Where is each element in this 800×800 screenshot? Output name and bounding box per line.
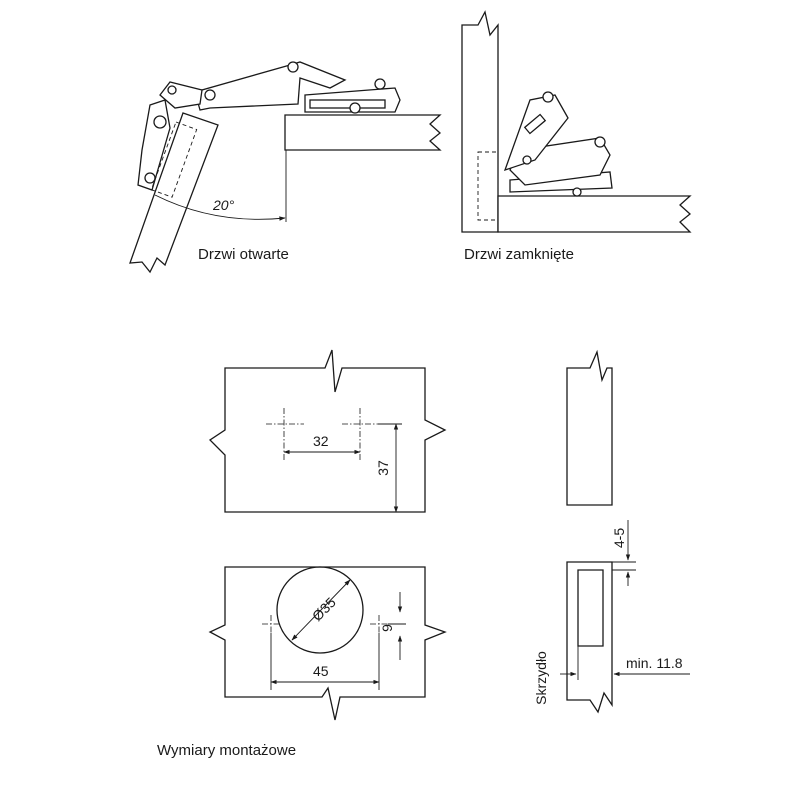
- gap-label: 4-5: [611, 528, 627, 548]
- panel-bottom-left: [208, 566, 447, 721]
- hole-spacing-label: 32: [313, 433, 329, 449]
- door-closed-caption: Drzwi zamknięte: [464, 246, 574, 263]
- door-open-view: 20° Drzwi otwarte: [129, 61, 442, 274]
- closed-door: [461, 10, 499, 233]
- door-panel-side: [566, 561, 613, 714]
- angle-label: 20°: [212, 197, 235, 213]
- plate-drilling-view: 32 37: [208, 349, 447, 513]
- cup-spacing-label: 45: [313, 663, 329, 679]
- mounting-caption: Wymiary montażowe: [157, 742, 296, 759]
- panel-top-left: [208, 349, 447, 513]
- hinge-arm: [194, 61, 347, 111]
- cup-hole: [276, 566, 364, 654]
- door-open-caption: Drzwi otwarte: [198, 246, 289, 263]
- side-door-view: 4-5 min. 11.8 Skrzydło: [533, 520, 690, 714]
- cup-drilling-view: Ø35 45 9: [208, 566, 447, 721]
- hole-depth-label: 37: [375, 460, 391, 476]
- panel-side-top: [566, 349, 613, 506]
- door-closed-view: Drzwi zamknięte: [461, 10, 692, 263]
- cabinet-panel-closed: [497, 195, 692, 233]
- min-thickness-label: min. 11.8: [626, 655, 683, 671]
- cup-diameter-label: Ø35: [309, 594, 339, 624]
- side-panel-view: [566, 349, 613, 506]
- cup-offset-label: 9: [379, 624, 395, 632]
- open-door: [129, 112, 219, 274]
- door-panel-label: Skrzydło: [533, 651, 549, 705]
- cabinet-panel: [284, 114, 442, 151]
